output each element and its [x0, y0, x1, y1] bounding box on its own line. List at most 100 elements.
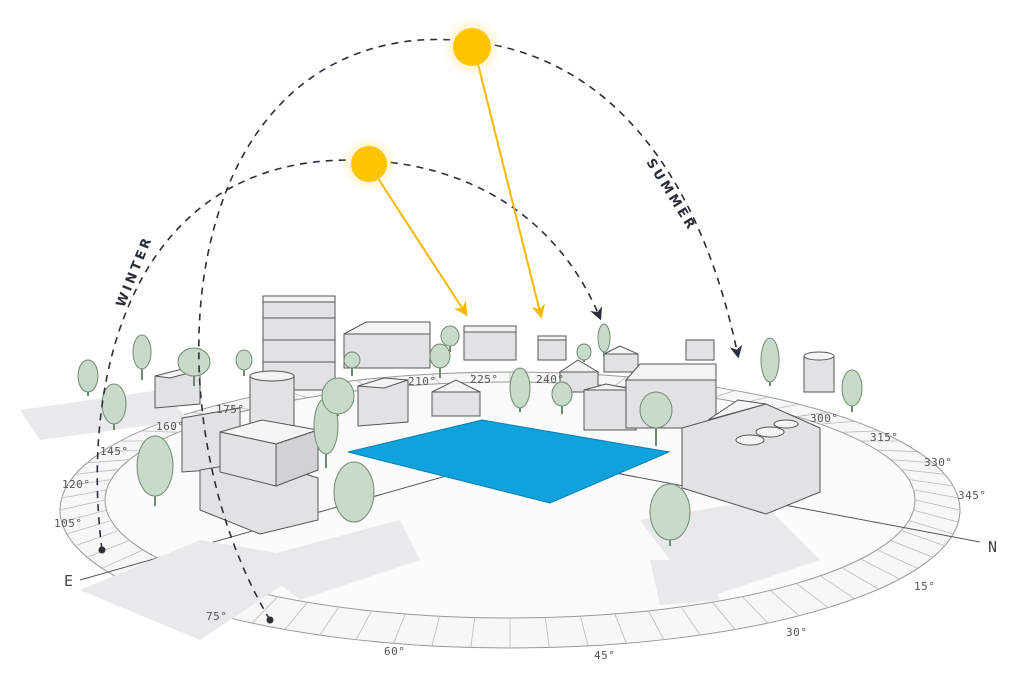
ring-tick [544, 617, 550, 648]
ring-tick [890, 459, 933, 464]
degree-label: 45° [594, 649, 615, 662]
summer-sun-path [198, 38, 743, 621]
ring-tick [431, 616, 441, 647]
winter-sun-ray [369, 165, 468, 317]
degree-label: 30° [786, 626, 807, 639]
ring-tick [680, 606, 701, 636]
degree-label: 225° [470, 373, 499, 386]
ring-tick [470, 372, 476, 383]
building-long-right [624, 363, 717, 429]
ring-tick [141, 430, 179, 433]
ring-tick [102, 449, 143, 453]
ring-tick [66, 520, 112, 535]
ring-tick [431, 373, 440, 385]
building-large-left [181, 407, 319, 535]
degree-label: 15° [914, 580, 935, 593]
ring-tick [876, 549, 919, 569]
tree [551, 381, 573, 414]
tree [333, 461, 375, 523]
ring-tick [101, 549, 144, 569]
ring-tick [393, 613, 406, 644]
tree [77, 359, 99, 396]
tree [235, 349, 253, 376]
building-cylinder-right [803, 351, 835, 393]
ring-tick [901, 469, 945, 475]
degree-label: 105° [54, 517, 83, 530]
ring-tick [841, 430, 879, 433]
degree-label: 210° [408, 375, 437, 388]
tree [841, 369, 863, 412]
ring-ticks [59, 372, 961, 648]
site-plot [347, 419, 671, 504]
building-tower [262, 295, 336, 391]
tree [440, 325, 460, 352]
degree-label: 345° [958, 489, 987, 502]
tree [321, 377, 355, 416]
ring-tick [579, 616, 589, 647]
summer-path-start-dot [266, 616, 274, 624]
ring-tick [319, 606, 340, 636]
tree [639, 391, 673, 446]
sun-paths [96, 38, 743, 624]
ring-tick [614, 376, 627, 387]
building-back-2 [537, 335, 567, 361]
ring-tick [796, 583, 829, 608]
ring-tick [61, 489, 107, 499]
tree [597, 323, 611, 356]
degree-label: 315° [870, 431, 899, 444]
building-right-box [583, 383, 637, 431]
building-house-mid [431, 379, 481, 417]
degree-label: 60° [384, 645, 405, 658]
ring-tick [251, 596, 278, 624]
ring-tick [770, 590, 800, 617]
ring-tick [860, 558, 900, 580]
ring-tick [355, 610, 372, 640]
ring-tick [820, 420, 855, 425]
building-factory [681, 399, 821, 515]
ring-tick [841, 567, 879, 590]
ring-tick [712, 601, 736, 630]
building-mid-box [357, 377, 409, 427]
degree-labels: 60° 75° 105° 120° 145° 160° 175° 210° 22… [54, 373, 987, 662]
ring-tick [901, 530, 945, 547]
winter-label: WINTER [114, 234, 156, 310]
ring-tick [61, 509, 107, 523]
summer-sun [442, 17, 502, 77]
north-label: N [988, 538, 997, 556]
degree-label: 175° [216, 403, 245, 416]
ring-tick [544, 372, 550, 383]
tree [132, 334, 152, 380]
tree [177, 347, 211, 386]
building-rowhouse [343, 321, 431, 369]
building-back-3 [685, 339, 715, 361]
building-cylinder-left [249, 370, 295, 427]
ring-tick [742, 596, 769, 624]
degree-label: 330° [924, 456, 953, 469]
degree-label: 120° [62, 478, 91, 491]
ring-tick [614, 613, 627, 644]
ring-tick [75, 530, 119, 547]
winter-sun [341, 136, 397, 192]
tree [509, 367, 531, 412]
ring-tick [913, 489, 959, 499]
degree-label: 75° [206, 610, 227, 623]
tree [136, 435, 174, 506]
ring-tick [796, 412, 829, 417]
tree [343, 351, 361, 376]
ring-tick [908, 520, 954, 535]
summer-label: SUMMER [643, 156, 700, 234]
tree [649, 483, 691, 546]
tree [429, 343, 451, 378]
ring-tick [908, 479, 954, 487]
tree [576, 343, 592, 362]
building-back-1 [463, 325, 517, 361]
trees [77, 323, 863, 546]
degree-label: 145° [100, 445, 129, 458]
degree-label: 300° [810, 412, 839, 425]
building-house-far-right [603, 345, 639, 373]
ring-tick [877, 449, 918, 453]
tree [760, 337, 780, 386]
ring-tick [87, 459, 130, 464]
ring-tick [890, 539, 934, 558]
